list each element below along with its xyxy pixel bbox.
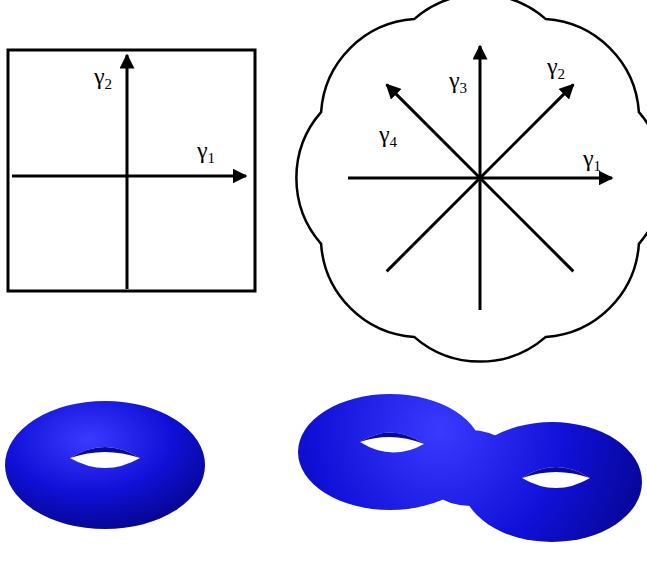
loop-line <box>479 178 482 310</box>
octagon-outline <box>296 0 647 362</box>
loop-label: γ2 <box>547 54 565 78</box>
loop-arrow <box>479 46 482 178</box>
square-domain <box>8 50 255 291</box>
loop-label: γ4 <box>379 122 397 146</box>
hyperbolic-octagon <box>296 0 647 362</box>
loop-arrow <box>126 55 129 289</box>
loop-arrow <box>480 85 573 178</box>
loop-line <box>387 178 480 271</box>
loop-label: γ2 <box>94 64 112 88</box>
double-torus <box>298 394 642 542</box>
loop-line <box>480 178 573 271</box>
torus <box>5 401 205 529</box>
loop-arrow <box>480 177 612 180</box>
loop-label: γ1 <box>583 146 601 170</box>
loop-arrow <box>12 175 246 178</box>
loop-line <box>348 177 480 180</box>
loop-label: γ3 <box>449 68 467 92</box>
loop-arrow <box>387 85 480 178</box>
loop-label: γ1 <box>197 138 215 162</box>
